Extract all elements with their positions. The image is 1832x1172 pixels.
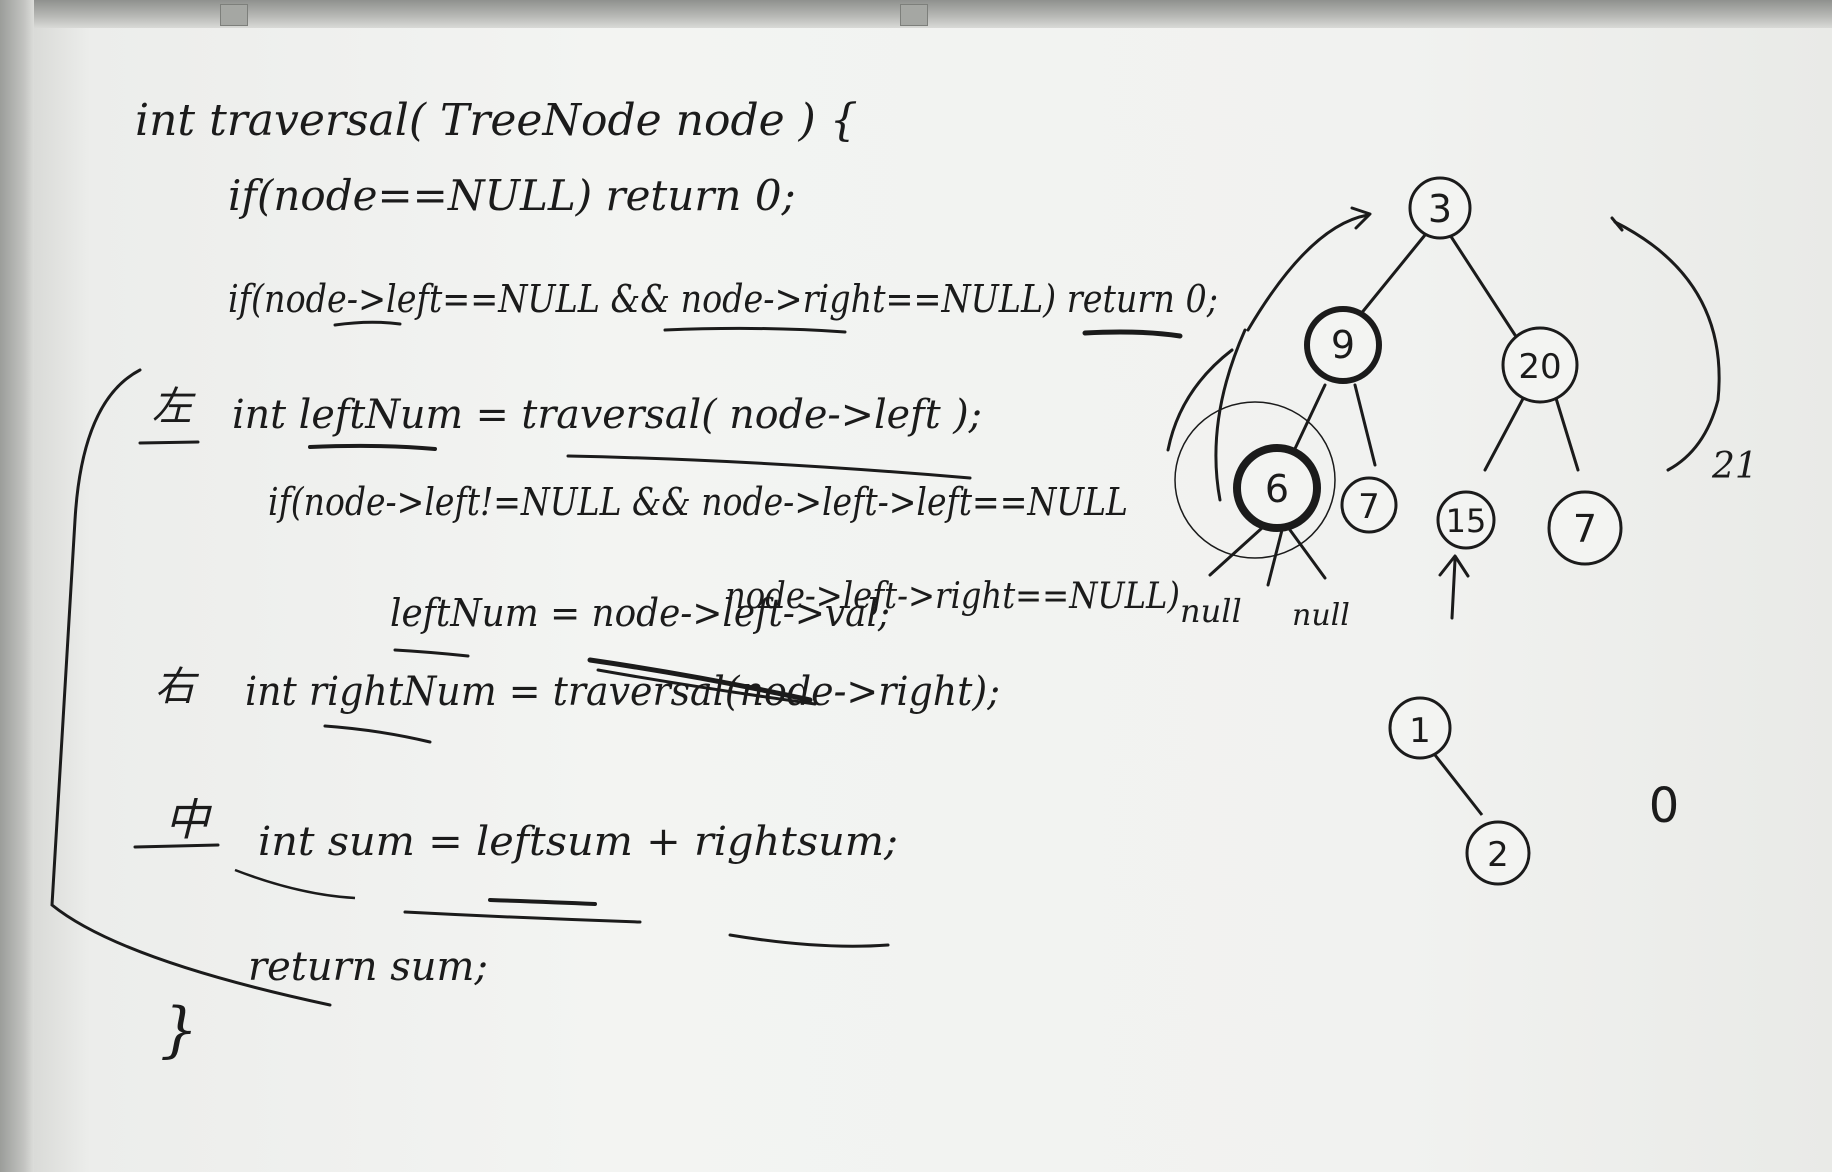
frame-clip bbox=[900, 4, 928, 26]
tree2-edge bbox=[1433, 754, 1484, 816]
tree-node-label: 6 bbox=[1265, 467, 1289, 511]
label-middle: 中 bbox=[165, 795, 212, 846]
code-underlines bbox=[133, 320, 1183, 948]
arrow-up-to-15 bbox=[1450, 558, 1457, 620]
tree-node-root bbox=[1408, 176, 1472, 240]
tree-node-6 bbox=[1233, 444, 1321, 532]
tree-node-label: 7 bbox=[1573, 507, 1597, 551]
tree-node-15 bbox=[1436, 490, 1496, 550]
code-line-left-leaf-condition: if(node->left!=NULL && node->left->left=… bbox=[268, 480, 1128, 524]
label-left: 左 bbox=[152, 384, 196, 430]
frame-clip bbox=[220, 4, 248, 26]
code-line-sum: int sum = leftsum + rightsum; bbox=[258, 819, 898, 865]
label-right: 右 bbox=[155, 664, 200, 710]
traversal-arc-up bbox=[1246, 213, 1370, 332]
tree2-node-2 bbox=[1465, 820, 1531, 886]
code-line-function-signature: int traversal( TreeNode node ) { bbox=[135, 95, 858, 146]
code-line-leaf-check: if(node->left==NULL && node->right==NULL… bbox=[228, 277, 1218, 321]
code-stroke bbox=[234, 868, 356, 900]
null-label-left: null bbox=[1180, 592, 1242, 630]
tree-node-label: 15 bbox=[1446, 502, 1487, 540]
tree-node-labels: 3 9 20 6 7 15 7 bbox=[1265, 187, 1597, 551]
tree-nodes bbox=[1233, 176, 1623, 566]
tree-node-20 bbox=[1501, 326, 1579, 404]
tree-node-7-left bbox=[1340, 476, 1398, 534]
tree-annotations bbox=[1166, 206, 1721, 620]
arrow-head bbox=[1350, 206, 1372, 230]
tree2-node-label: 1 bbox=[1409, 711, 1431, 751]
null-label-right: null bbox=[1292, 598, 1350, 633]
tree-node-label: 20 bbox=[1518, 347, 1561, 387]
standalone-zero: 0 bbox=[1649, 778, 1680, 834]
tree-node-7-right bbox=[1547, 490, 1623, 566]
binary-tree-diagram: 3 9 20 6 7 15 7 null null bbox=[1166, 176, 1758, 633]
code-block: int traversal( TreeNode node ) { if(node… bbox=[50, 95, 1218, 1065]
second-tree-diagram: 1 2 0 bbox=[1388, 696, 1680, 886]
tree-node-label: 3 bbox=[1428, 187, 1452, 231]
tree-node-label: 9 bbox=[1331, 323, 1355, 367]
code-line-null-check: if(node==NULL) return 0; bbox=[228, 171, 796, 220]
code-bracket bbox=[50, 368, 332, 1007]
highlight-circle bbox=[1174, 401, 1336, 559]
whiteboard-left-frame bbox=[0, 0, 34, 1172]
side-sum-label: 21 bbox=[1711, 446, 1758, 487]
code-line-right-recursion: int rightNum = traversal(node->right); bbox=[245, 669, 1000, 715]
code-line-left-val: leftNum = node->left->val; bbox=[390, 591, 890, 635]
tree-node-9 bbox=[1304, 306, 1382, 384]
tree2-node-1 bbox=[1388, 696, 1452, 760]
code-closing-brace: } bbox=[160, 995, 198, 1065]
code-line-left-recursion: int leftNum = traversal( node->left ); bbox=[232, 392, 982, 438]
code-line-return-sum: return sum; bbox=[248, 944, 488, 990]
tree-node-label: 7 bbox=[1358, 487, 1380, 527]
traversal-arc-right bbox=[1613, 220, 1721, 472]
tree2-node-label: 2 bbox=[1487, 835, 1509, 875]
code-line-left-right-null: node->left->right==NULL) bbox=[725, 576, 1180, 617]
tree-edges bbox=[1208, 233, 1580, 587]
